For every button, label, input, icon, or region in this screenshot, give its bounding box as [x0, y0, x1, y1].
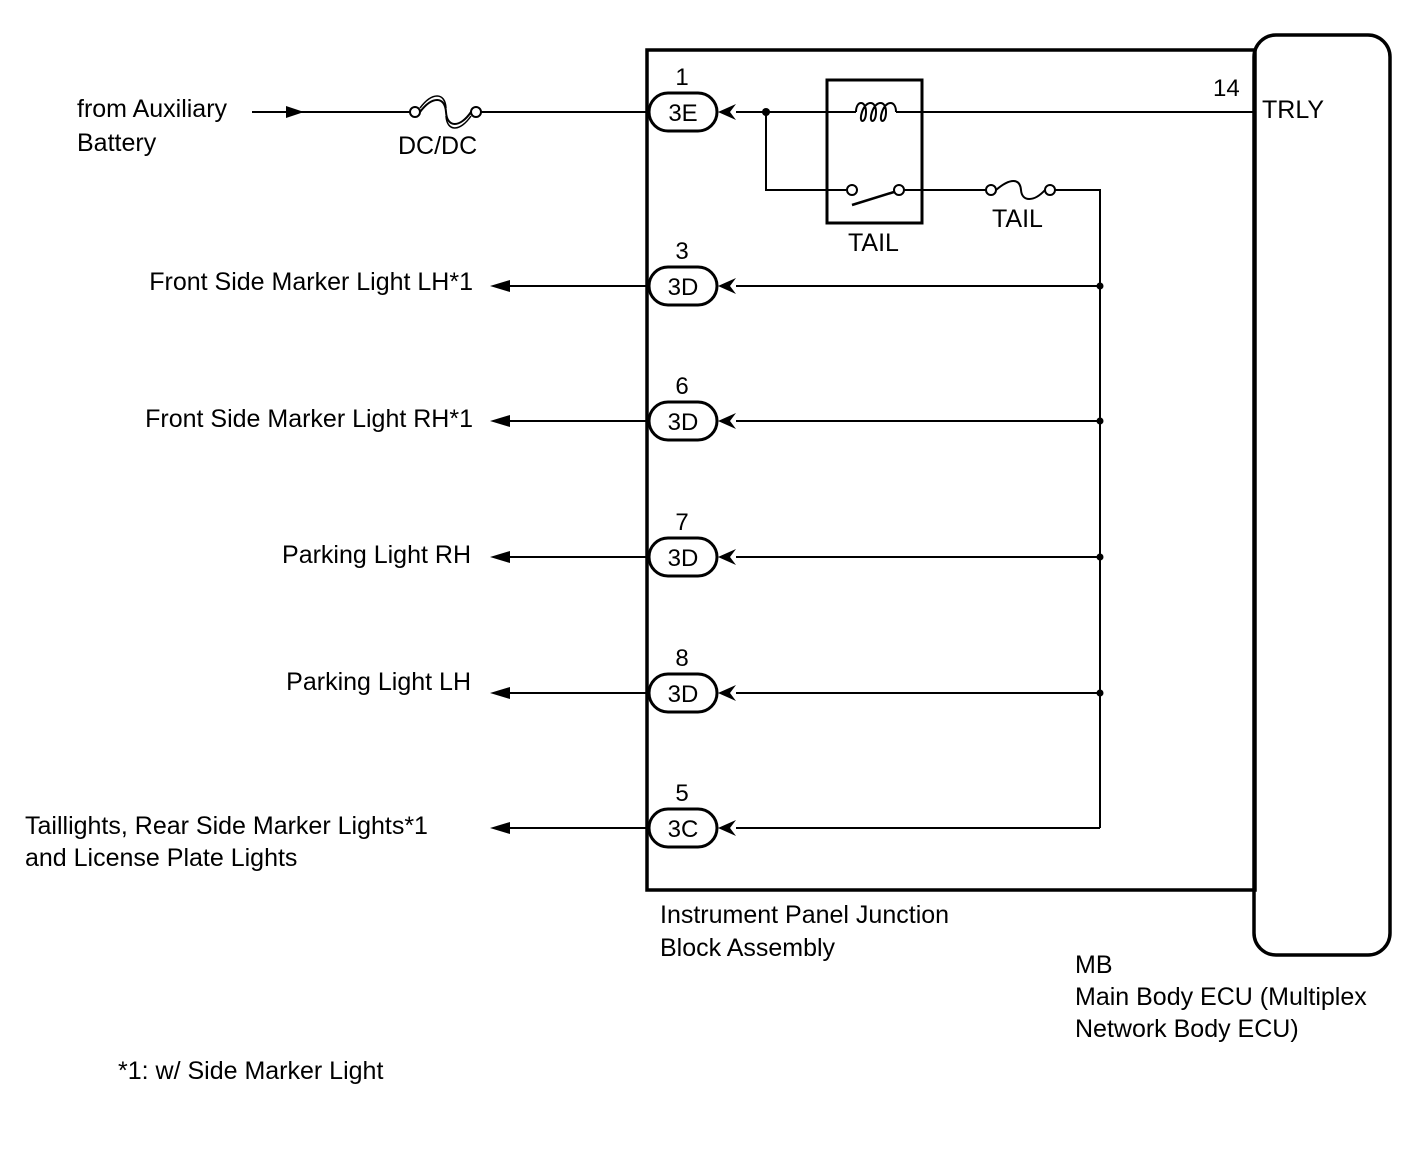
ecu-code-label: MB — [1075, 951, 1113, 979]
output-label-parking-lh: Parking Light LH — [286, 668, 471, 696]
connector-row: 73D — [490, 509, 1104, 578]
output-label-front-lh: Front Side Marker Light LH*1 — [149, 268, 473, 296]
connector-pin-number: 5 — [675, 780, 688, 807]
dcdc-fuse-icon — [409, 95, 482, 129]
connector-code: 3D — [668, 274, 699, 301]
junction-dot — [1096, 282, 1104, 290]
junction-dot — [1096, 553, 1104, 561]
relay-switch-icon — [846, 184, 905, 207]
output-arrowhead — [490, 280, 510, 292]
connector-code: 3D — [668, 681, 699, 708]
terminal-mark — [718, 549, 736, 565]
source-label-line2: Battery — [77, 129, 157, 157]
connector-pin-number: 7 — [675, 509, 688, 536]
tail-fuse-icon — [985, 180, 1056, 200]
connector-shape — [647, 91, 719, 133]
junction-dot — [1096, 689, 1104, 697]
output-arrowhead — [490, 415, 510, 427]
output-label-front-rh: Front Side Marker Light RH*1 — [145, 405, 473, 433]
source-label-line1: from Auxiliary — [77, 95, 228, 123]
tail-relay-label: TAIL — [848, 229, 899, 257]
connector-row: 63D — [490, 373, 1104, 442]
connector-code: 3E — [668, 100, 697, 127]
tail-relay-box — [825, 78, 924, 225]
wire-node-switch — [765, 112, 846, 191]
connector-row: 53C — [490, 780, 1100, 849]
output-label-taillights-line1: Taillights, Rear Side Marker Lights*1 — [25, 812, 428, 840]
output-label-parking-rh: Parking Light RH — [282, 541, 471, 569]
terminal-mark — [718, 820, 736, 836]
terminal-mark — [718, 413, 736, 429]
connector-code: 3D — [668, 409, 699, 436]
terminal-mark — [718, 104, 736, 120]
tail-fuse-label: TAIL — [992, 205, 1043, 233]
ecu-label-line1: Main Body ECU (Multiplex — [1075, 983, 1367, 1011]
junction-block-label-line2: Block Assembly — [660, 934, 836, 962]
connector-code: 3D — [668, 545, 699, 572]
terminal-mark — [718, 685, 736, 701]
relay-coil-icon — [855, 102, 897, 122]
connector-pin-number: 3 — [675, 238, 688, 265]
connector-code: 3C — [668, 816, 699, 843]
output-label-taillights-line2: and License Plate Lights — [25, 844, 297, 872]
output-arrowhead — [490, 822, 510, 834]
output-arrowhead — [490, 687, 510, 699]
junction-block-label-line1: Instrument Panel Junction — [660, 901, 949, 929]
connector-row: 13E — [647, 64, 736, 133]
connector-pin-number: 1 — [675, 64, 688, 91]
footnote: *1: w/ Side Marker Light — [118, 1057, 383, 1085]
connector-pin-number: 8 — [675, 645, 688, 672]
ecu-pin-number: 14 — [1213, 75, 1240, 102]
dcdc-fuse-label: DC/DC — [398, 132, 477, 160]
source-arrowhead — [286, 106, 304, 118]
terminal-mark — [718, 278, 736, 294]
connector-pin-number: 6 — [675, 373, 688, 400]
ecu-box — [1252, 33, 1392, 957]
ecu-terminal-name: TRLY — [1262, 96, 1324, 124]
wire-tail-bus — [1055, 189, 1101, 828]
output-arrowhead — [490, 551, 510, 563]
junction-block-box — [645, 48, 1257, 892]
connector-row: 83D — [490, 645, 1104, 714]
ecu-label-line2: Network Body ECU) — [1075, 1015, 1299, 1043]
junction-dot — [1096, 417, 1104, 425]
connector-row: 33D — [490, 238, 1104, 307]
